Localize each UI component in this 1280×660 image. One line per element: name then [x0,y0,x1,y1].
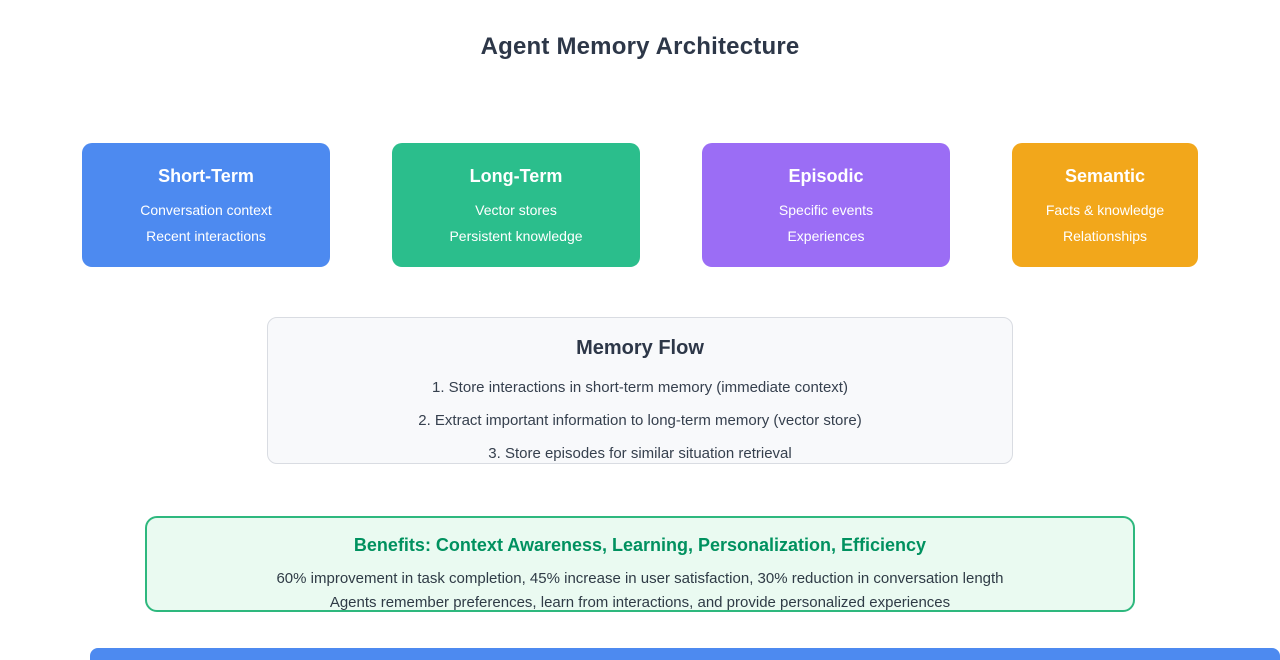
benefits-summary-line: Agents remember preferences, learn from … [329,594,951,611]
benefits-stats-line: 60% improvement in task completion, 45% … [276,570,1004,587]
memory-type-cards-row: Short-Term Conversation context Recent i… [82,143,1198,267]
card-episodic: Episodic Specific events Experiences [702,143,950,267]
card-short-term-line2: Recent interactions [146,228,266,244]
card-episodic-title: Episodic [788,166,864,186]
benefits-title: Benefits: Context Awareness, Learning, P… [353,535,927,555]
memory-flow-panel: Memory Flow 1. Store interactions in sho… [267,317,1013,464]
card-short-term-title: Short-Term [158,166,254,186]
card-semantic-line1: Facts & knowledge [1045,202,1165,218]
memory-flow-step-3: 3. Store episodes for similar situation … [488,445,792,462]
card-long-term-title: Long-Term [469,166,563,186]
card-long-term: Long-Term Vector stores Persistent knowl… [392,143,640,267]
memory-flow-step-2: 2. Extract important information to long… [418,412,862,429]
card-semantic-line2: Relationships [1062,228,1148,244]
memory-flow-step-1: 1. Store interactions in short-term memo… [432,379,848,396]
card-long-term-line1: Vector stores [475,202,557,218]
page-title: Agent Memory Architecture [480,33,800,60]
card-semantic-title: Semantic [1064,166,1146,186]
card-long-term-line2: Persistent knowledge [449,228,583,244]
memory-flow-title: Memory Flow [576,337,704,359]
cutoff-bottom-panel [90,648,1280,660]
card-semantic: Semantic Facts & knowledge Relationships [1012,143,1198,267]
card-short-term: Short-Term Conversation context Recent i… [82,143,330,267]
card-short-term-line1: Conversation context [140,202,272,218]
card-episodic-line2: Experiences [787,228,865,244]
benefits-panel: Benefits: Context Awareness, Learning, P… [145,516,1135,612]
card-episodic-line1: Specific events [778,202,874,218]
